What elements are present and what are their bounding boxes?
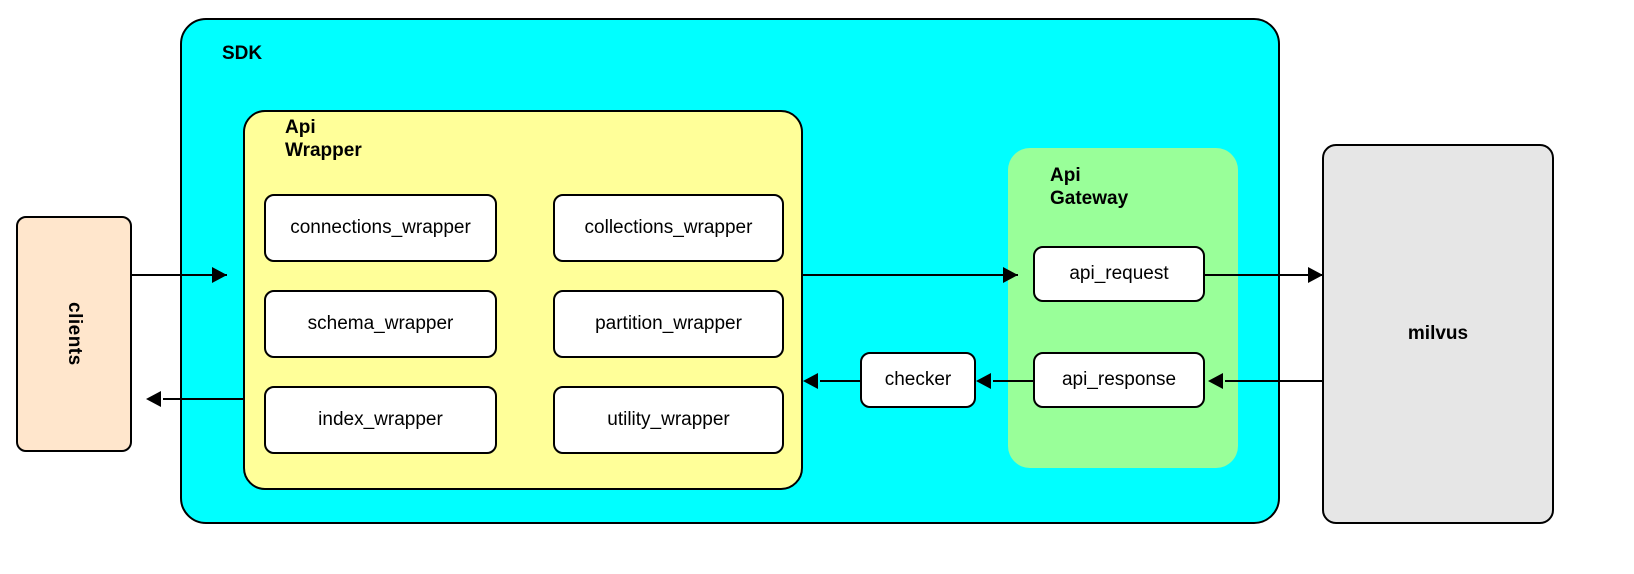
node-api-response[interactable]: api_response <box>1033 352 1205 408</box>
api-gateway-container[interactable] <box>1008 148 1238 468</box>
clients-node[interactable]: clients <box>16 216 132 452</box>
edge-wrapper-to-clients-arrowhead <box>146 391 161 407</box>
milvus-label: milvus <box>1407 323 1469 344</box>
module-schema-wrapper[interactable]: schema_wrapper <box>264 290 497 358</box>
module-index-wrapper[interactable]: index_wrapper <box>264 386 497 454</box>
module-partition-wrapper[interactable]: partition_wrapper <box>553 290 784 358</box>
milvus-node[interactable]: milvus <box>1322 144 1554 524</box>
node-api-request[interactable]: api_request <box>1033 246 1205 302</box>
module-collections-wrapper[interactable]: collections_wrapper <box>553 194 784 262</box>
module-connections-wrapper[interactable]: connections_wrapper <box>264 194 497 262</box>
node-checker[interactable]: checker <box>860 352 976 408</box>
edge-api-request-to-milvus-arrowhead <box>1308 267 1323 283</box>
module-utility-wrapper[interactable]: utility_wrapper <box>553 386 784 454</box>
clients-label: clients <box>64 302 85 366</box>
